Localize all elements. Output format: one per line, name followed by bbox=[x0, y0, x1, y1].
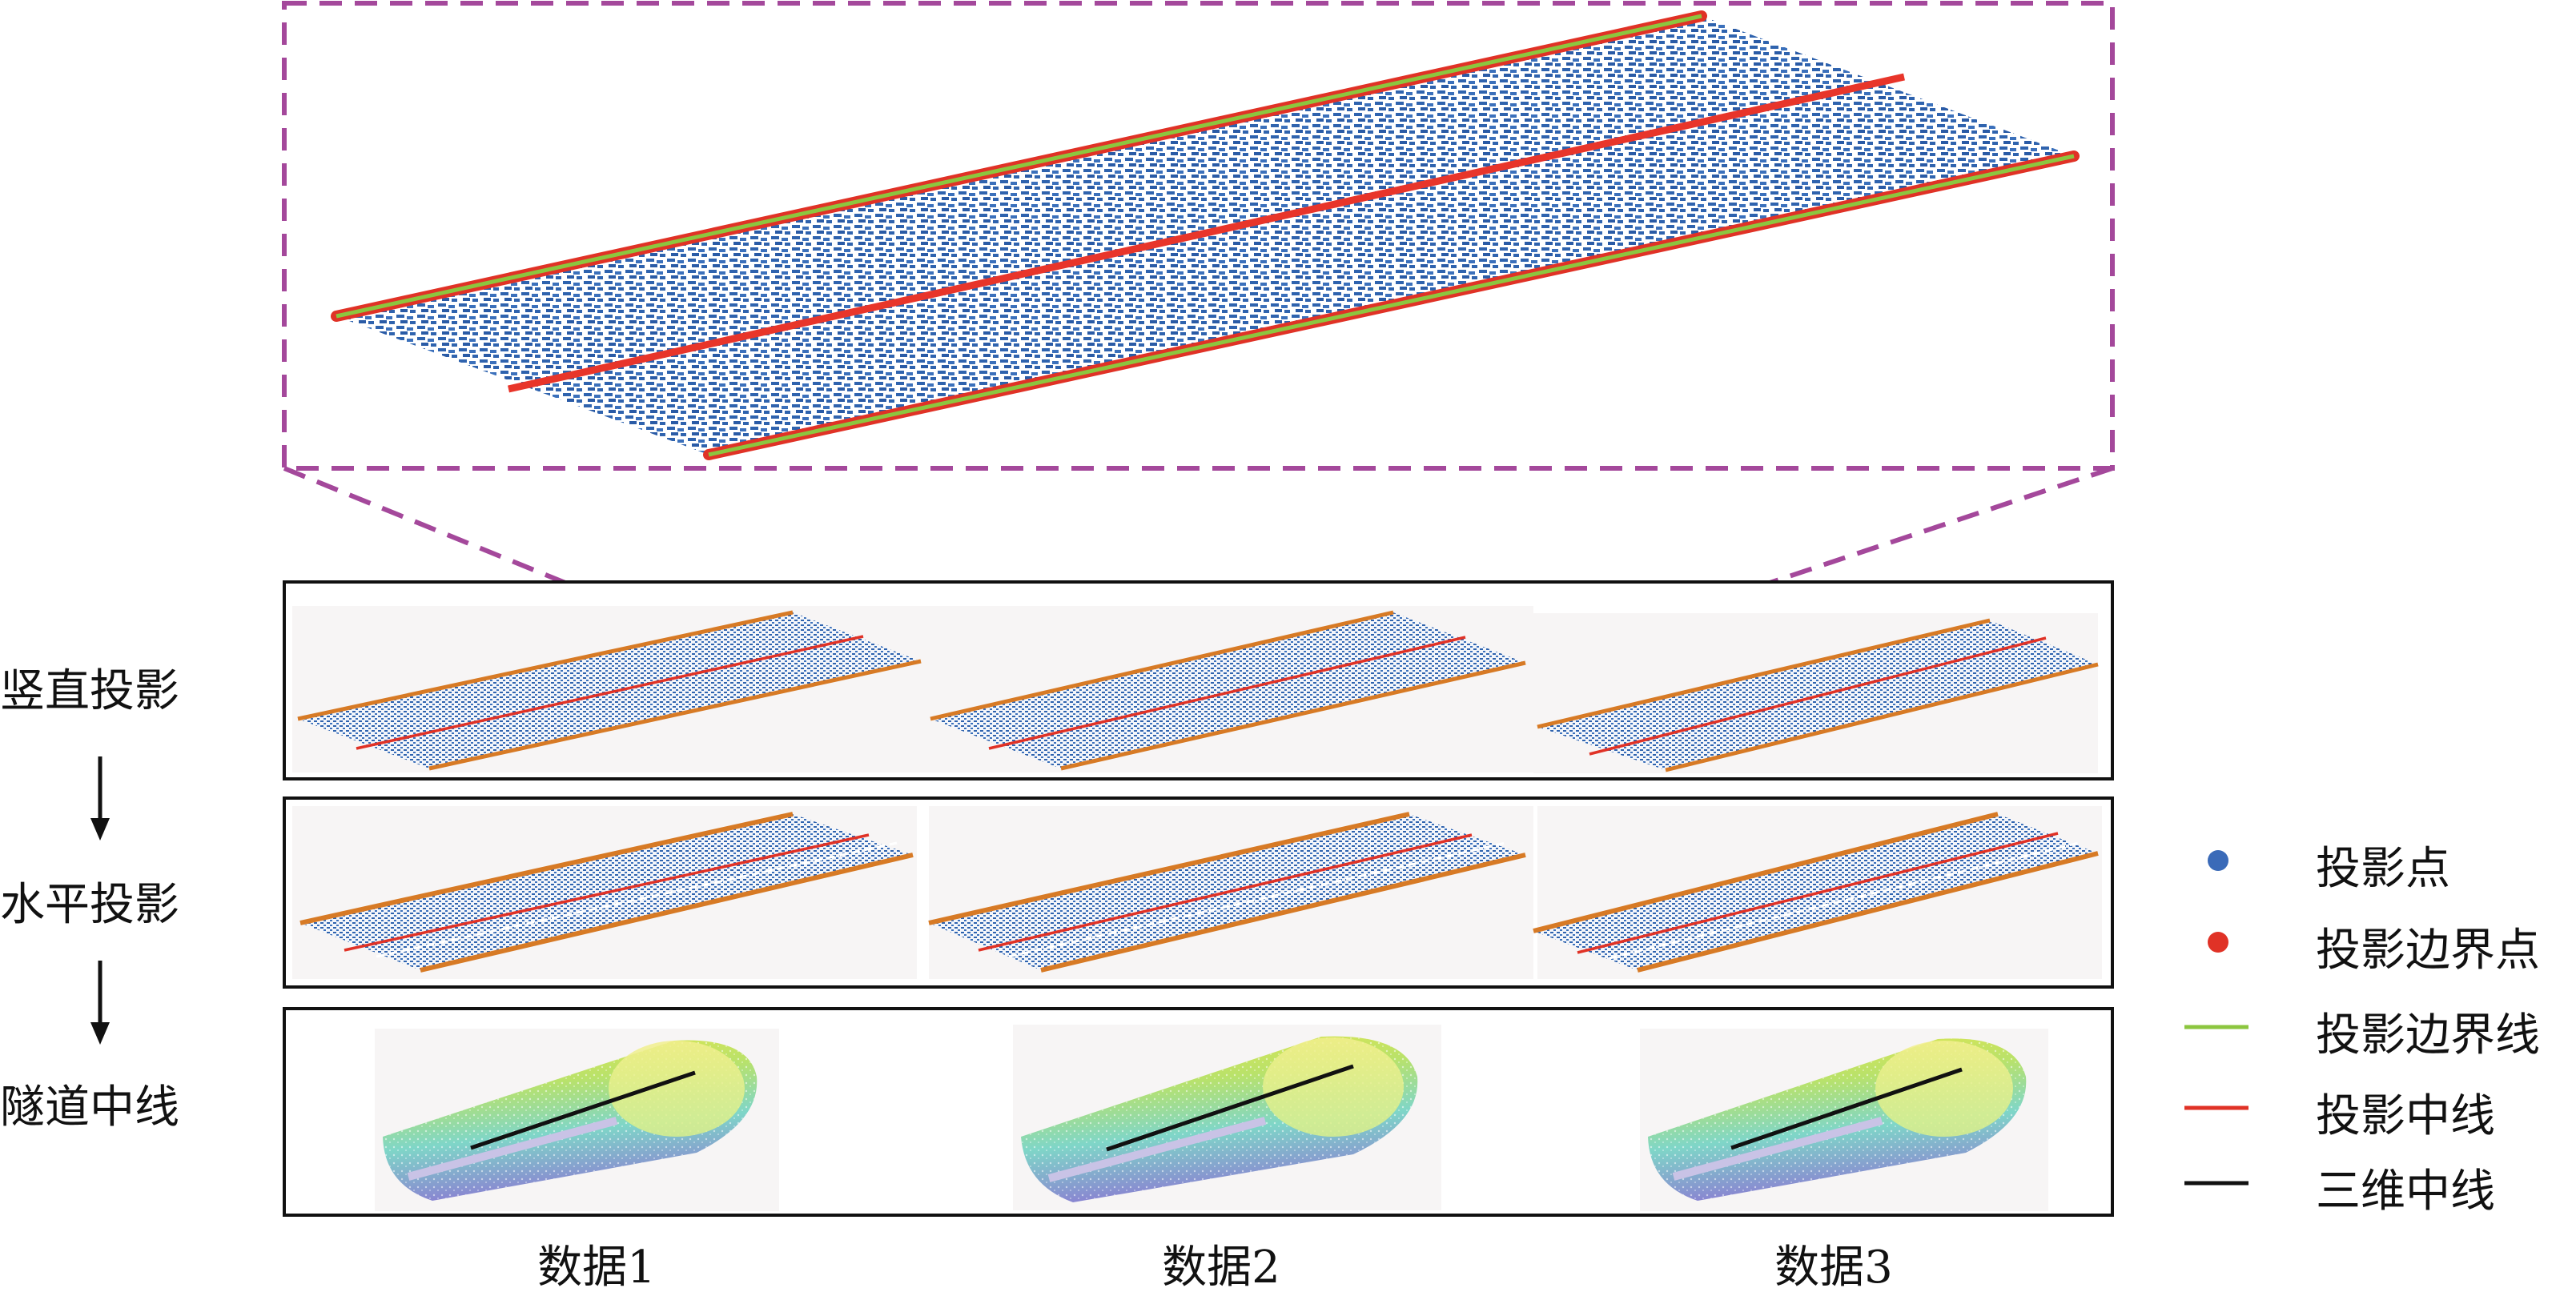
horizontal-projection-data1 bbox=[299, 812, 914, 973]
horizontal-projection-data3 bbox=[1533, 812, 2099, 973]
arrow-down-icon bbox=[90, 756, 110, 841]
legend-label-boundary-line: 投影边界线 bbox=[2316, 1009, 2540, 1061]
vertical-projection-data3 bbox=[1537, 618, 2099, 772]
vertical-projection-data2 bbox=[930, 610, 1526, 771]
column-label-data1: 数据1 bbox=[537, 1242, 656, 1294]
zoom-inset bbox=[331, 10, 2080, 460]
legend-marker-dot-red bbox=[2208, 932, 2228, 953]
vertical-projection-data1 bbox=[297, 610, 922, 771]
legend-marker-dot-blue bbox=[2208, 850, 2228, 871]
row-label-tunnel-centerline: 隧道中线 bbox=[0, 1081, 179, 1133]
legend-label-projection-centerline: 投影中线 bbox=[2316, 1090, 2495, 1142]
arrow-down-icon bbox=[90, 961, 110, 1045]
column-label-data3: 数据3 bbox=[1774, 1242, 1893, 1294]
zoom-frame bbox=[282, 1, 2115, 471]
legend-label-3d-centerline: 三维中线 bbox=[2316, 1166, 2495, 1218]
tunnel-data3 bbox=[1648, 1038, 2027, 1201]
row-label-horizontal-projection: 水平投影 bbox=[0, 879, 179, 931]
zoom-centerline bbox=[508, 73, 1905, 393]
tunnel-data2 bbox=[1021, 1036, 1418, 1202]
legend-label-projection-points: 投影点 bbox=[2316, 843, 2450, 895]
legend-markers bbox=[2184, 850, 2248, 1186]
horizontal-projection-data2 bbox=[928, 812, 1526, 973]
legend-label-boundary-points: 投影边界点 bbox=[2316, 925, 2540, 977]
tunnel-data1 bbox=[383, 1040, 758, 1201]
column-label-data2: 数据2 bbox=[1162, 1242, 1280, 1294]
row-label-vertical-projection: 竖直投影 bbox=[0, 665, 179, 717]
